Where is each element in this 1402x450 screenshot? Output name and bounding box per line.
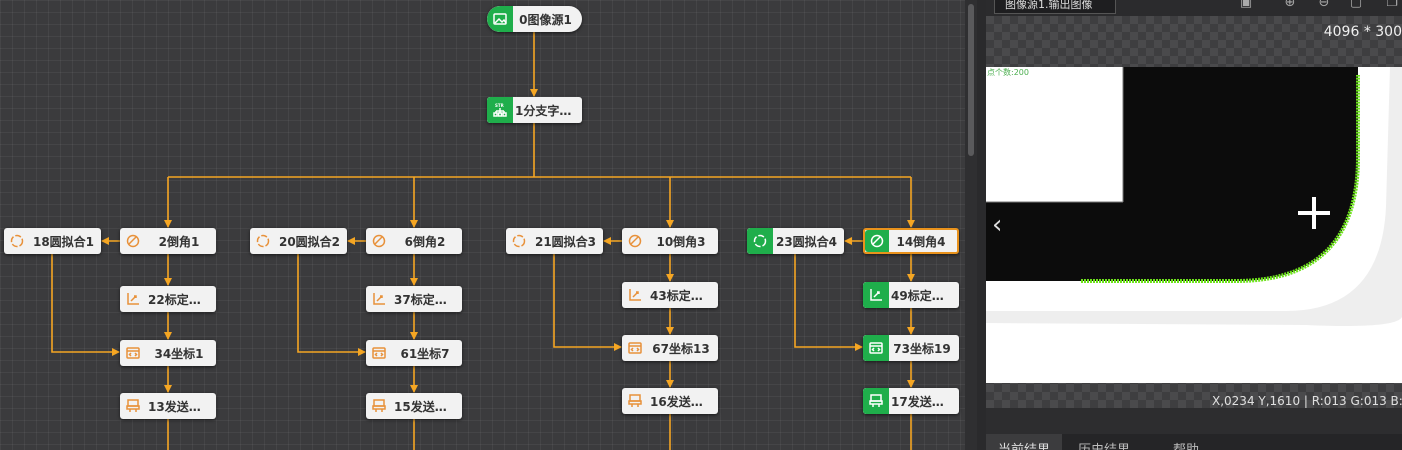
chamfer-icon	[120, 228, 146, 254]
coord-script-icon	[863, 335, 889, 361]
calib-transform-icon	[863, 282, 889, 308]
node-10[interactable]: 10倒角3	[622, 228, 718, 254]
node-49[interactable]: 49标定转...	[863, 282, 959, 308]
node-67[interactable]: 67坐标13	[622, 335, 718, 361]
node-label: 20圆拟合2	[278, 234, 341, 249]
panel-splitter[interactable]	[977, 0, 986, 450]
node-14[interactable]: 14倒角4	[863, 228, 959, 254]
node-23[interactable]: 23圆拟合4	[747, 228, 844, 254]
node-0[interactable]: 0图像源1	[487, 6, 582, 32]
preview-toolbar: 图像源1.输出图像 ▣ ⊕ ⊖ ▢ ❐	[986, 0, 1402, 16]
calib-transform-icon	[120, 286, 146, 312]
node-43[interactable]: 43标定转...	[622, 282, 718, 308]
node-label: 10倒角3	[656, 234, 706, 249]
node-label: 21圆拟合3	[534, 234, 597, 249]
image-source-select[interactable]: 图像源1.输出图像	[994, 0, 1116, 14]
image-resolution: 4096 * 300	[1323, 24, 1402, 40]
flow-connections	[51, 32, 915, 450]
result-tabs: 当前结果 历史结果 帮助	[986, 434, 1402, 450]
node-37[interactable]: 37标定转换7	[366, 286, 462, 312]
prev-image-button[interactable]: ‹	[992, 210, 1003, 240]
node-1[interactable]: STR 1分支字符1	[487, 97, 582, 123]
overlay-point-count: 点个数:200	[987, 67, 1029, 77]
send-data-icon	[366, 393, 392, 419]
node-18[interactable]: 18圆拟合1	[4, 228, 101, 254]
node-21[interactable]: 21圆拟合3	[506, 228, 603, 254]
node-label: 1分支字符1	[515, 103, 580, 118]
node-13[interactable]: 13发送数据2	[120, 393, 216, 419]
tab-current-result[interactable]: 当前结果	[986, 434, 1062, 450]
result-image[interactable]: 点个数:200	[986, 67, 1402, 383]
chamfer-icon	[366, 228, 392, 254]
zoom-out-icon[interactable]: ⊖	[1318, 0, 1330, 10]
node-label: 15发送数据3	[394, 399, 462, 414]
node-label: 2倒角1	[158, 234, 200, 249]
node-61[interactable]: 61坐标7	[366, 340, 462, 366]
circle-fit-icon	[506, 228, 532, 254]
calib-transform-icon	[622, 282, 648, 308]
node-label: 23圆拟合4	[775, 234, 838, 249]
node-label: 0图像源1	[519, 12, 572, 27]
calib-transform-icon	[366, 286, 392, 312]
send-data-icon	[863, 388, 889, 414]
node-label: 16发送数据4	[650, 394, 718, 409]
save-icon[interactable]: ▣	[1239, 0, 1253, 10]
scrollbar-thumb[interactable]	[968, 4, 974, 156]
node-16[interactable]: 16发送数据4	[622, 388, 718, 414]
node-22[interactable]: 22标定转换1	[120, 286, 216, 312]
send-data-icon	[120, 393, 146, 419]
node-label: 73坐标19	[893, 341, 951, 356]
node-2[interactable]: 2倒角1	[120, 228, 216, 254]
copy-icon[interactable]: ❐	[1386, 0, 1398, 10]
node-label: 17发送数据5	[891, 394, 959, 409]
node-label: 13发送数据2	[148, 399, 216, 414]
node-17[interactable]: 17发送数据5	[863, 388, 959, 414]
canvas-scrollbar[interactable]	[965, 0, 977, 450]
node-15[interactable]: 15发送数据3	[366, 393, 462, 419]
node-label: 18圆拟合1	[32, 234, 95, 249]
image-preview-panel: 图像源1.输出图像 ▣ ⊕ ⊖ ▢ ❐ 4096 * 300 点个数:200 ‹…	[986, 0, 1402, 450]
fit-icon[interactable]: ▢	[1349, 0, 1363, 10]
node-label: 34坐标1	[154, 346, 204, 361]
zoom-in-icon[interactable]: ⊕	[1284, 0, 1296, 10]
circle-fit-icon	[747, 228, 773, 254]
coord-script-icon	[622, 335, 648, 361]
node-73[interactable]: 73坐标19	[863, 335, 959, 361]
node-20[interactable]: 20圆拟合2	[250, 228, 347, 254]
image-icon	[487, 6, 513, 32]
flow-edge	[297, 254, 366, 356]
flow-edge	[794, 254, 863, 351]
node-label: 61坐标7	[400, 346, 450, 361]
circle-fit-icon	[4, 228, 30, 254]
circle-fit-icon	[250, 228, 276, 254]
send-data-icon	[622, 388, 648, 414]
node-label: 6倒角2	[404, 234, 446, 249]
node-label: 67坐标13	[652, 341, 710, 356]
node-label: 49标定转...	[891, 288, 958, 303]
node-34[interactable]: 34坐标1	[120, 340, 216, 366]
svg-text:STR: STR	[495, 103, 504, 108]
node-label: 43标定转...	[650, 288, 717, 303]
node-label: 22标定转换1	[148, 292, 216, 307]
str-branch-icon: STR	[487, 97, 513, 123]
result-image-render: 点个数:200	[986, 67, 1402, 383]
node-label: 37标定转换7	[394, 292, 462, 307]
tab-history-result[interactable]: 历史结果	[1066, 434, 1142, 450]
pixel-info: X,0234 Y,1610 | R:013 G:013 B:0	[1212, 394, 1402, 408]
coord-script-icon	[120, 340, 146, 366]
coord-script-icon	[366, 340, 392, 366]
flow-edge	[51, 254, 120, 356]
node-6[interactable]: 6倒角2	[366, 228, 462, 254]
node-label: 14倒角4	[896, 234, 946, 249]
flow-edge	[553, 254, 622, 351]
tab-help[interactable]: 帮助	[1148, 434, 1224, 450]
chamfer-icon	[622, 228, 648, 254]
chamfer-icon	[865, 230, 889, 252]
